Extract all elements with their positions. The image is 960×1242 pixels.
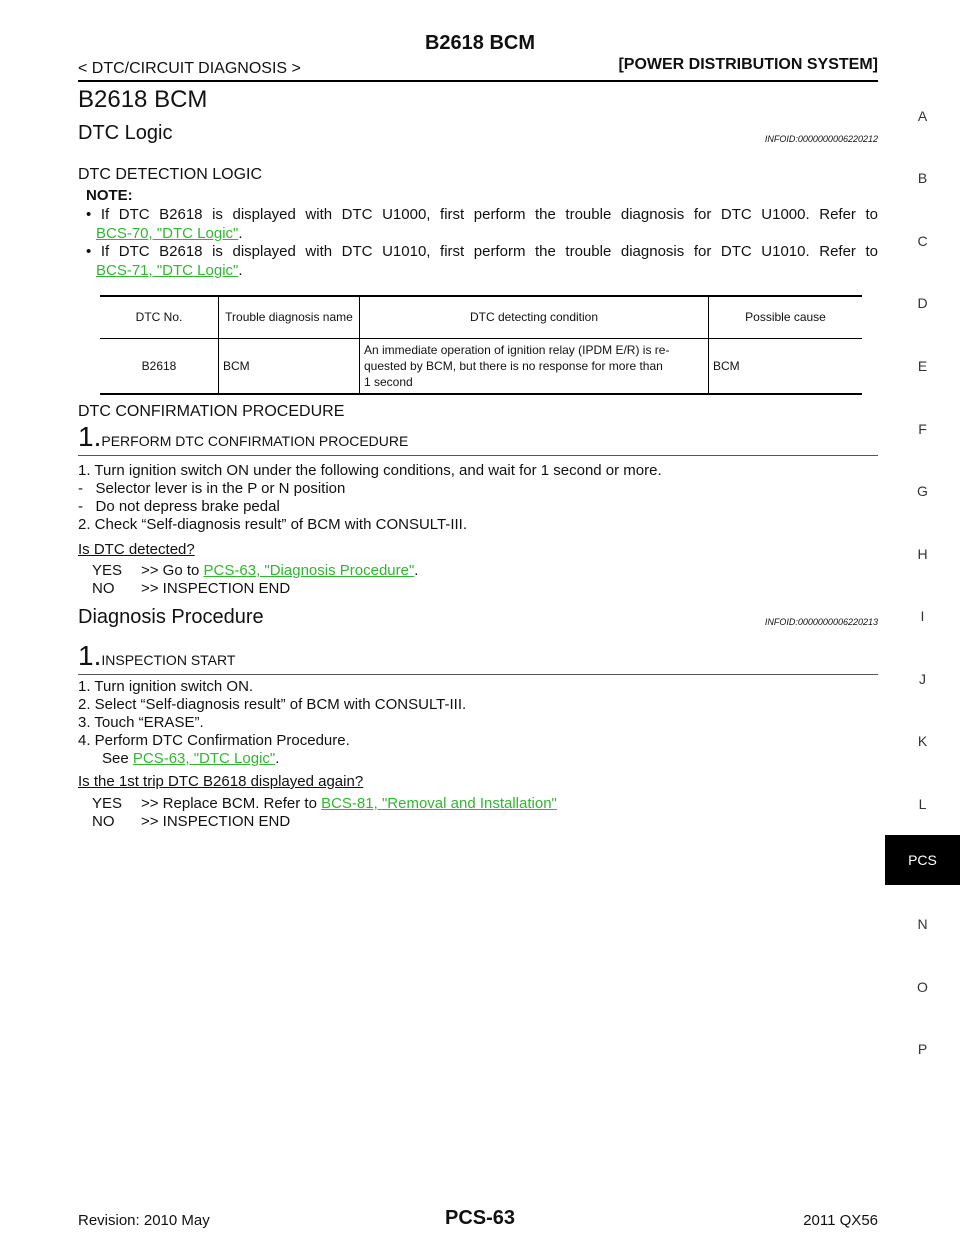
diag-yes-label: YES — [92, 795, 123, 812]
confirm-step-2: 2. Check “Self-diagnosis result” of BCM … — [78, 516, 468, 533]
col-dtc-no: DTC No. — [100, 296, 219, 339]
header-section-label: < DTC/CIRCUIT DIAGNOSIS > — [78, 60, 301, 77]
cell-condition-line-2: quested by BCM, but there is no response… — [364, 358, 663, 373]
col-trouble-name: Trouble diagnosis name — [218, 296, 360, 339]
yes-label: YES — [92, 562, 123, 579]
header-system-label: [POWER DISTRIBUTION SYSTEM] — [618, 56, 878, 73]
side-index-l[interactable]: L — [918, 796, 927, 812]
cell-name: BCM — [218, 338, 360, 394]
dtc-logic-title: DTC Logic — [78, 122, 173, 144]
note-label: NOTE: — [86, 187, 133, 204]
side-index-c[interactable]: C — [917, 233, 928, 249]
diag-see-line: See PCS-63, "DTC Logic". — [102, 750, 280, 767]
side-index-k[interactable]: K — [917, 733, 928, 749]
diag-yes-answer-text: >> Replace BCM. Refer to — [141, 795, 317, 812]
side-index-a[interactable]: A — [917, 108, 928, 124]
confirm-step-1b: - Do not depress brake pedal — [78, 498, 280, 515]
side-index-b[interactable]: B — [917, 170, 928, 186]
side-index-i[interactable]: I — [920, 608, 925, 624]
diag-step-2: 2. Select “Self-diagnosis result” of BCM… — [78, 696, 467, 713]
diagnosis-procedure-title: Diagnosis Procedure — [78, 606, 264, 628]
note-bullet-1: • If DTC B2618 is displayed with DTC U10… — [86, 206, 878, 223]
inspection-step-title: INSPECTION START — [101, 652, 236, 668]
diagnosis-procedure-infoid: INFOID:0000000006220213 — [764, 617, 878, 627]
bcs-81-link[interactable]: BCS-81, "Removal and Installation" — [321, 795, 557, 812]
header-rule — [78, 80, 878, 82]
diag-no-answer: >> INSPECTION END — [141, 813, 291, 830]
step-number: 1. — [78, 421, 102, 452]
see-text: See — [102, 750, 129, 767]
side-index-h[interactable]: H — [917, 546, 928, 562]
footer-model: 2011 QX56 — [803, 1212, 878, 1229]
diag-step-3: 3. Touch “ERASE”. — [78, 714, 204, 731]
no-label: NO — [92, 580, 115, 597]
note-bullet-2: • If DTC B2618 is displayed with DTC U10… — [86, 243, 878, 260]
dtc-detection-logic-label: DTC DETECTION LOGIC — [78, 166, 263, 183]
confirm-step-1a: - Selector lever is in the P or N positi… — [78, 480, 346, 497]
cell-cause: BCM — [708, 338, 862, 394]
note-bullet-1-link-line: BCS-70, "DTC Logic". — [96, 225, 243, 242]
col-detecting-condition: DTC detecting condition — [359, 296, 709, 339]
footer-page-number: PCS-63 — [444, 1207, 516, 1229]
header-title: B2618 BCM — [424, 32, 536, 54]
no-answer: >> INSPECTION END — [141, 580, 291, 597]
diag-no-label: NO — [92, 813, 115, 830]
dtc-table-header-row: DTC No. Trouble diagnosis name DTC detec… — [100, 296, 862, 339]
cell-dtc-no: B2618 — [141, 358, 177, 373]
dtc-table-row: B2618 BCM An immediate operation of igni… — [100, 338, 862, 394]
note-bullet-2-text: If DTC B2618 is displayed with DTC U1010… — [100, 243, 878, 260]
pcs-63-dtc-logic-link[interactable]: PCS-63, "DTC Logic" — [132, 750, 276, 767]
bcs-70-link[interactable]: BCS-70, "DTC Logic" — [96, 225, 239, 242]
step-rule — [78, 455, 878, 456]
step-title: PERFORM DTC CONFIRMATION PROCEDURE — [101, 433, 409, 449]
side-index-n[interactable]: N — [917, 916, 928, 932]
note-bullet-1-text: If DTC B2618 is displayed with DTC U1000… — [100, 206, 878, 223]
pcs-63-diagnosis-link[interactable]: PCS-63, "Diagnosis Procedure" — [203, 562, 415, 579]
yes-answer: >> Go to PCS-63, "Diagnosis Procedure". — [141, 562, 419, 579]
redisplay-question: Is the 1st trip DTC B2618 displayed agai… — [78, 773, 364, 790]
bcs-71-link[interactable]: BCS-71, "DTC Logic" — [96, 262, 239, 279]
side-index-f[interactable]: F — [918, 421, 927, 437]
footer-revision: Revision: 2010 May — [78, 1212, 210, 1229]
side-index-j[interactable]: J — [919, 671, 926, 687]
dtc-confirmation-label: DTC CONFIRMATION PROCEDURE — [78, 403, 345, 420]
inspection-step-number: 1. — [78, 640, 102, 671]
confirm-step-1: 1. Turn ignition switch ON under the fol… — [78, 462, 662, 479]
side-index-o[interactable]: O — [917, 979, 928, 995]
yes-answer-text: >> Go to — [141, 562, 200, 579]
col-possible-cause: Possible cause — [708, 296, 862, 339]
dtc-table: DTC No. Trouble diagnosis name DTC detec… — [100, 295, 862, 395]
inspection-step-rule — [78, 674, 878, 675]
inspection-step-heading: 1.INSPECTION START — [78, 640, 235, 672]
page-heading: B2618 BCM — [78, 86, 208, 113]
side-index-e[interactable]: E — [917, 358, 928, 374]
note-bullet-2-link-line: BCS-71, "DTC Logic". — [96, 262, 243, 279]
diag-yes-answer: >> Replace BCM. Refer to BCS-81, "Remova… — [141, 795, 557, 812]
cell-condition-line-3: 1 second — [364, 374, 413, 389]
dtc-detected-question: Is DTC detected? — [78, 541, 195, 558]
diag-step-4: 4. Perform DTC Confirmation Procedure. — [78, 732, 350, 749]
side-index-d[interactable]: D — [917, 295, 928, 311]
confirmation-step-heading: 1.PERFORM DTC CONFIRMATION PROCEDURE — [78, 421, 408, 453]
side-index-g[interactable]: G — [917, 483, 928, 499]
diag-step-1: 1. Turn ignition switch ON. — [78, 678, 254, 695]
cell-condition-line-1: An immediate operation of ignition relay… — [364, 342, 670, 357]
dtc-logic-infoid: INFOID:0000000006220212 — [764, 134, 878, 144]
cell-condition: An immediate operation of ignition relay… — [359, 338, 709, 394]
side-index-p[interactable]: P — [917, 1041, 928, 1057]
side-index-pcs-active[interactable]: PCS — [885, 835, 960, 885]
